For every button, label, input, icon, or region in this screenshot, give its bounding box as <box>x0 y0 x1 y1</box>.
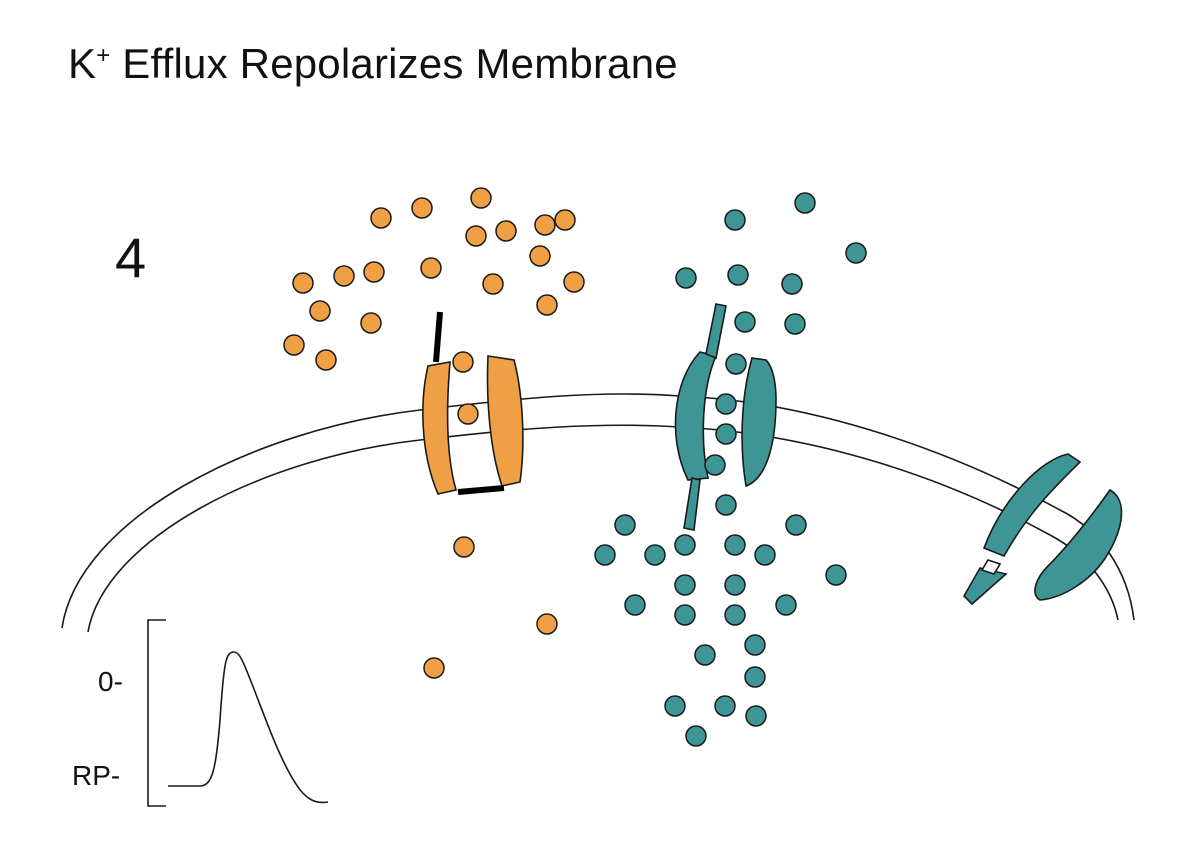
sodium-ions <box>283 187 585 679</box>
potassium-ion <box>674 574 696 596</box>
title-text: Efflux Repolarizes Membrane <box>110 40 678 87</box>
action-potential-curve <box>168 651 329 804</box>
potassium-ion <box>674 604 696 626</box>
potassium-ion <box>784 313 806 335</box>
potassium-ion <box>724 209 746 231</box>
sodium-ion <box>309 300 331 322</box>
potassium-ion <box>744 634 766 656</box>
potassium-channel-open <box>674 303 777 531</box>
graph-zero-label: 0- <box>98 666 123 697</box>
sodium-ion <box>536 613 558 635</box>
potassium-ion <box>845 242 867 264</box>
graph-bracket <box>147 619 166 807</box>
potassium-ion <box>785 514 807 536</box>
potassium-ion <box>781 273 803 295</box>
diagram-title: K+ Efflux Repolarizes Membrane <box>68 40 678 88</box>
sodium-ion <box>563 271 585 293</box>
sodium-ion <box>370 207 392 229</box>
potassium-ion <box>704 454 726 476</box>
sodium-ion <box>529 245 551 267</box>
edge-channel-lower-subunit <box>1034 488 1123 601</box>
cell-membrane <box>61 393 1135 633</box>
sodium-ion <box>482 273 504 295</box>
potassium-ion <box>714 695 736 717</box>
potassium-channel-right-subunit <box>741 357 777 488</box>
sodium-ion <box>363 261 385 283</box>
membrane-outer-edge <box>61 393 1135 629</box>
potassium-ion <box>754 544 776 566</box>
title-ion: K <box>68 40 97 87</box>
action-potential-graph <box>147 619 329 807</box>
sodium-ion <box>283 334 305 356</box>
sodium-ion <box>453 536 475 558</box>
sodium-channel-left-subunit <box>422 361 458 495</box>
sodium-ion <box>495 220 517 242</box>
inactivation-gate <box>457 485 505 495</box>
sodium-ion <box>554 209 576 231</box>
potassium-ion <box>675 267 697 289</box>
sodium-channel-right-subunit <box>486 355 524 487</box>
potassium-channel-lower-gate <box>683 477 701 531</box>
potassium-ion <box>715 423 737 445</box>
activation-gate <box>433 311 443 363</box>
potassium-ion <box>724 534 746 556</box>
potassium-ion <box>727 264 749 286</box>
potassium-ion <box>594 544 616 566</box>
potassium-ion <box>685 725 707 747</box>
sodium-ion <box>536 294 558 316</box>
membrane-inner-edge <box>87 424 1119 633</box>
potassium-ion <box>745 705 767 727</box>
potassium-ion <box>614 514 636 536</box>
potassium-channel-edge <box>963 453 1123 606</box>
sodium-ion <box>457 403 479 425</box>
potassium-ion <box>794 192 816 214</box>
step-number: 4 <box>115 226 147 289</box>
potassium-ions <box>594 192 867 747</box>
sodium-ion <box>292 272 314 294</box>
sodium-ion <box>534 214 556 236</box>
potassium-ion <box>825 564 847 586</box>
potassium-ion <box>715 494 737 516</box>
sodium-ion <box>423 657 445 679</box>
sodium-ion <box>411 197 433 219</box>
potassium-ion <box>644 544 666 566</box>
potassium-ion <box>694 644 716 666</box>
potassium-channel-left-subunit <box>674 351 718 481</box>
potassium-channel-upper-gate <box>705 303 727 360</box>
potassium-ion <box>664 695 686 717</box>
potassium-ion <box>775 594 797 616</box>
sodium-ion <box>360 312 382 334</box>
potassium-ion <box>624 594 646 616</box>
potassium-ion <box>734 311 756 333</box>
edge-channel-gate-notch <box>980 559 1002 575</box>
edge-channel-gate <box>963 567 1008 606</box>
potassium-ion <box>715 393 737 415</box>
sodium-ion <box>315 349 337 371</box>
potassium-ion <box>725 353 747 375</box>
title-ion-charge: + <box>96 42 111 69</box>
potassium-ion <box>674 534 696 556</box>
edge-channel-upper-subunit <box>982 453 1082 558</box>
sodium-channel <box>422 311 524 495</box>
graph-resting-potential-label: RP- <box>72 760 121 791</box>
sodium-ion <box>333 265 355 287</box>
potassium-ion <box>724 574 746 596</box>
sodium-ion <box>420 257 442 279</box>
sodium-ion <box>452 351 474 373</box>
sodium-ion <box>465 225 487 247</box>
potassium-ion <box>724 604 746 626</box>
potassium-ion <box>744 666 766 688</box>
sodium-ion <box>470 187 492 209</box>
